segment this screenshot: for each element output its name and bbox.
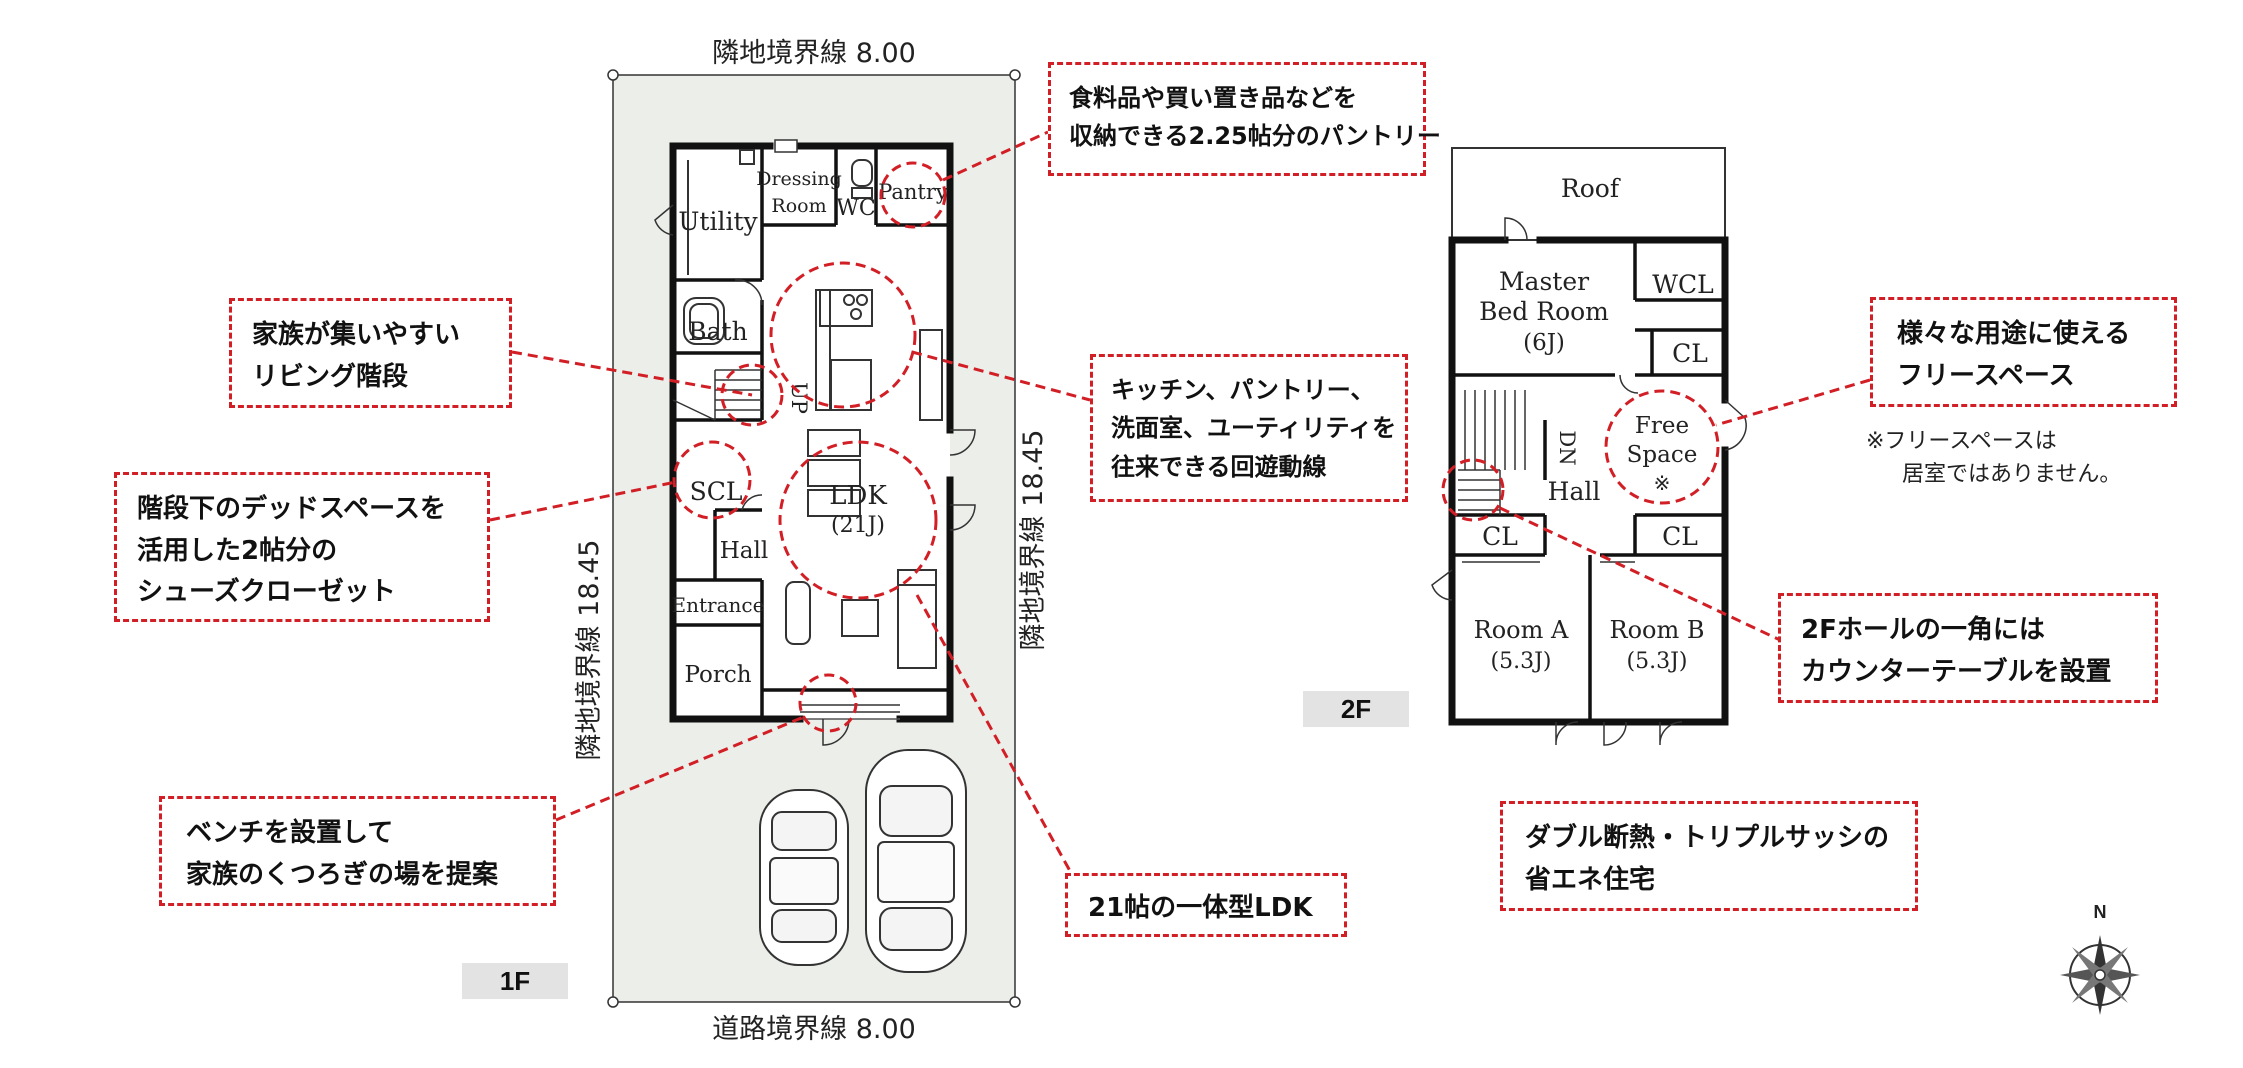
free-space-note: ※フリースペースは 居室ではありません。 bbox=[1866, 425, 2121, 491]
compass-rose: N bbox=[2060, 902, 2140, 1015]
highlight-pantry bbox=[879, 161, 947, 229]
room-entrance: Entrance bbox=[672, 593, 765, 617]
callout-insulation-line2: 省エネ住宅 bbox=[1525, 864, 1656, 895]
car-large bbox=[865, 749, 967, 973]
room-cl-right: CL bbox=[1662, 522, 1698, 551]
callout-circulation-line3: 往来できる回遊動線 bbox=[1111, 452, 1327, 481]
room-cl-left: CL bbox=[1482, 522, 1518, 551]
room-free-line1: Free bbox=[1635, 413, 1689, 439]
room-bath: Bath bbox=[688, 317, 747, 346]
2f-interior-walls bbox=[1452, 240, 1725, 722]
1f-walls bbox=[669, 142, 954, 723]
stair-dn-label: DN bbox=[1555, 430, 1579, 465]
room-a-size: (5.3J) bbox=[1491, 649, 1552, 674]
callout-bench: ベンチを設置して 家族のくつろぎの場を提案 bbox=[159, 796, 556, 906]
room-dressing-line1: Dressing bbox=[756, 168, 842, 190]
room-hall-2f: Hall bbox=[1548, 477, 1601, 506]
callout-bench-line1: ベンチを設置して bbox=[186, 818, 394, 848]
room-dressing-line2: Room bbox=[771, 195, 826, 217]
callout-bench-line2: 家族のくつろぎの場を提案 bbox=[186, 859, 499, 890]
room-cl-top: CL bbox=[1672, 339, 1708, 368]
callout-counter-line1: 2Fホールの一角には bbox=[1801, 615, 2045, 645]
callout-ldk-line1: 21帖の一体型LDK bbox=[1088, 893, 1313, 923]
boundary-top-label: 隣地境界線 8.00 bbox=[712, 38, 916, 69]
boundary-left-label: 隣地境界線 18.45 bbox=[574, 540, 605, 761]
room-ldk-size: (21J) bbox=[831, 513, 885, 538]
room-free-mark: ※ bbox=[1654, 471, 1671, 495]
callout-stairs-line2: リビング階段 bbox=[252, 361, 409, 392]
1f-interior-walls bbox=[673, 146, 950, 719]
2f-roof bbox=[1451, 147, 1726, 241]
callout-stairs-line1: 家族が集いやすい bbox=[252, 320, 461, 350]
callout-counter: 2Fホールの一角には カウンターテーブルを設置 bbox=[1778, 593, 2158, 703]
room-scl: SCL bbox=[690, 477, 743, 506]
callout-free-space-line1: 様々な用途に使える bbox=[1897, 319, 2131, 349]
room-master-size: (6J) bbox=[1523, 330, 1565, 356]
highlight-circles bbox=[672, 161, 1720, 733]
callout-shoes-closet: 階段下のデッドスペースを 活用した2帖分の シューズクローゼット bbox=[114, 472, 490, 622]
callout-shoes-closet-line1: 階段下のデッドスペースを bbox=[137, 494, 446, 524]
callout-pantry: 食料品や買い置き品などを 収納できる2.25帖分のパントリー bbox=[1048, 62, 1441, 176]
callout-shoes-closet-line3: シューズクローゼット bbox=[137, 577, 396, 608]
room-a: Room A bbox=[1474, 616, 1569, 644]
car-small bbox=[759, 789, 849, 966]
highlight-stairs bbox=[720, 363, 784, 427]
2f-openings bbox=[1431, 217, 1747, 746]
boundary-bottom-label: 道路境界線 8.00 bbox=[712, 1014, 916, 1045]
room-hall-1f: Hall bbox=[720, 538, 768, 564]
callout-free-space: 様々な用途に使える フリースペース bbox=[1870, 297, 2177, 407]
callout-leaders bbox=[489, 130, 1871, 881]
free-space-note-line1: ※フリースペースは bbox=[1866, 429, 2057, 454]
room-roof: Roof bbox=[1561, 174, 1621, 203]
callout-circulation-line1: キッチン、パントリー、 bbox=[1111, 376, 1375, 404]
room-free-line2: Space bbox=[1627, 442, 1698, 468]
callout-ldk: 21帖の一体型LDK bbox=[1065, 873, 1347, 937]
callout-free-space-line2: フリースペース bbox=[1897, 360, 2075, 391]
room-wcl: WCL bbox=[1652, 270, 1713, 299]
room-b-size: (5.3J) bbox=[1627, 649, 1688, 674]
highlight-ldk bbox=[778, 440, 938, 600]
room-master-line1: Master bbox=[1499, 267, 1589, 296]
boundary-right-label: 隣地境界線 18.45 bbox=[1018, 430, 1049, 651]
2f-walls bbox=[1448, 236, 1729, 726]
callout-insulation-line1: ダブル断熱・トリプルサッシの bbox=[1525, 823, 1890, 853]
highlight-scl bbox=[672, 440, 752, 520]
room-wc: WC bbox=[836, 196, 875, 221]
floor-tag-2f: 2F bbox=[1303, 691, 1409, 727]
callout-circulation: キッチン、パントリー、 洗面室、ユーティリティを 往来できる回遊動線 bbox=[1090, 354, 1408, 502]
free-space-note-line2: 居室ではありません。 bbox=[1902, 462, 2122, 487]
highlight-kitchen bbox=[769, 261, 917, 409]
room-ldk: LDK bbox=[829, 481, 887, 511]
callout-shoes-closet-line2: 活用した2帖分の bbox=[137, 535, 338, 566]
callout-circulation-line2: 洗面室、ユーティリティを bbox=[1111, 414, 1397, 443]
room-utility: Utility bbox=[678, 207, 758, 236]
callout-stairs: 家族が集いやすい リビング階段 bbox=[229, 298, 512, 408]
callout-insulation: ダブル断熱・トリプルサッシの 省エネ住宅 bbox=[1500, 801, 1918, 911]
highlight-free-space bbox=[1604, 389, 1720, 505]
room-master-line2: Bed Room bbox=[1479, 297, 1609, 326]
compass-north-label: N bbox=[2094, 902, 2107, 922]
highlight-bench bbox=[798, 673, 858, 733]
room-pantry: Pantry bbox=[878, 180, 948, 204]
room-b: Room B bbox=[1610, 616, 1705, 644]
highlight-counter bbox=[1441, 458, 1505, 522]
callout-pantry-line1: 食料品や買い置き品などを bbox=[1069, 84, 1357, 112]
2f-staircase bbox=[1458, 390, 1526, 515]
callout-pantry-line2: 収納できる2.25帖分のパントリー bbox=[1069, 122, 1441, 151]
callout-counter-line2: カウンターテーブルを設置 bbox=[1801, 656, 2112, 687]
floor-tag-1f: 1F bbox=[462, 963, 568, 999]
room-porch: Porch bbox=[684, 662, 751, 688]
